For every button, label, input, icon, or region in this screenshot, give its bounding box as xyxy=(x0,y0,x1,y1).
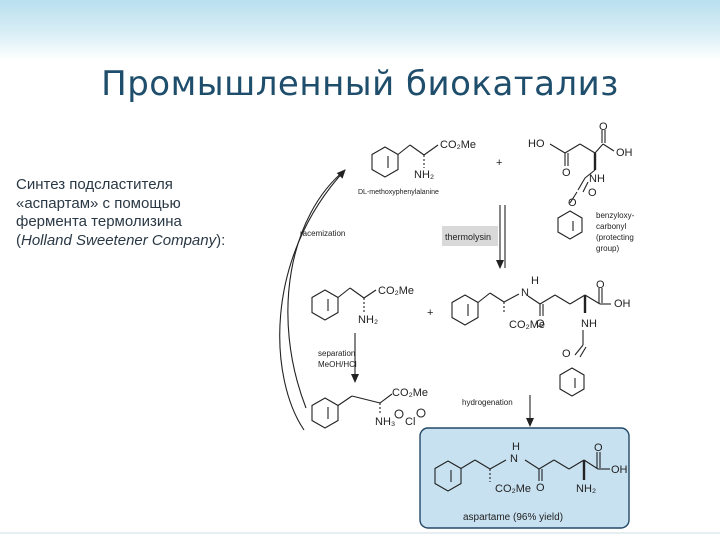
slide-title: Промышленный биокатализ xyxy=(101,64,619,104)
l-phe-ome-hcl xyxy=(311,393,426,429)
caption-line-3: фермента термолизина xyxy=(16,213,182,230)
o-label-top-1: O xyxy=(599,121,608,133)
racemization-label: racemization xyxy=(300,229,345,238)
caption-line-4: (Holland Sweetener Company): xyxy=(16,232,271,251)
aspartame-structure xyxy=(434,452,610,492)
thermolysin-box xyxy=(442,226,498,246)
footer-divider xyxy=(0,532,720,534)
oh-label-mid: OH xyxy=(614,298,631,310)
nh2-top: NH₂ xyxy=(414,169,434,181)
protecting-label-2: carbonyl xyxy=(596,222,626,231)
z-asp-acid xyxy=(549,130,615,240)
oh-label-product: OH xyxy=(611,464,628,476)
cl-label: Cl xyxy=(405,416,415,428)
h-label-mid: H xyxy=(531,275,539,287)
caption-company: Holland Sweetener Company xyxy=(21,231,217,249)
phe-ome-top xyxy=(371,144,439,178)
racemization-arrow xyxy=(287,169,346,409)
separation-label: separation xyxy=(318,349,355,358)
o-label-mid-1: O xyxy=(596,279,605,291)
nh2-mid-left: NH₂ xyxy=(358,314,378,326)
nh3-label: NH₃ xyxy=(375,416,395,428)
o-label-top-3: O xyxy=(588,187,597,199)
slide-caption: Синтез подсластителя «аспартам» с помощь… xyxy=(16,176,271,250)
h-label-product: H xyxy=(512,441,520,453)
caption-close: ): xyxy=(216,231,226,249)
n-label-mid: N xyxy=(521,287,529,299)
co2me-mid-left: CO₂Me xyxy=(378,285,414,297)
co2me-bottom-left: CO₂Me xyxy=(392,387,428,399)
plus-top: + xyxy=(496,157,502,169)
recycle-arrow xyxy=(279,169,346,431)
hydrogenation-label: hydrogenation xyxy=(462,398,513,407)
co2me-top: CO₂Me xyxy=(440,139,476,151)
nh2-product: NH₂ xyxy=(576,483,596,495)
caption-line-2: «аспартам» с помощью xyxy=(16,194,181,212)
product-label: aspartame (96% yield) xyxy=(463,512,563,523)
protecting-label-3: (protecting xyxy=(596,233,634,242)
o-label-mid-3: O xyxy=(562,348,571,360)
product-box xyxy=(419,427,630,529)
caption-line-1: Синтез подсластителя xyxy=(16,176,173,193)
oh-label-top: OH xyxy=(616,147,633,159)
plus-mid: + xyxy=(427,307,433,319)
separation-reagent: MeOH/HCl xyxy=(318,360,357,369)
n-label-product: N xyxy=(510,453,518,465)
caption-open-paren: ( xyxy=(16,231,21,249)
ho-label: HO xyxy=(528,138,545,150)
thermolysin-label: thermolysin xyxy=(445,232,491,242)
d-phe-ome xyxy=(311,287,377,321)
co2me-mid-right: CO₂Me xyxy=(509,319,545,331)
o-label-product-2: O xyxy=(536,482,545,494)
o-label-mid-2: O xyxy=(536,318,545,330)
header-band xyxy=(0,0,720,60)
protecting-label-4: group) xyxy=(596,244,619,253)
protecting-label-1: benzyloxy- xyxy=(596,211,635,220)
phe-label: DL-methoxyphenylalanine xyxy=(358,189,439,196)
nh-label-mid: NH xyxy=(581,318,597,330)
o-label-top-4: O xyxy=(568,197,577,209)
nh-label-top: NH xyxy=(589,173,605,185)
o-label-top-2: O xyxy=(562,167,571,179)
co2me-product: CO₂Me xyxy=(495,483,531,495)
z-aspartame xyxy=(451,288,611,397)
o-label-product-1: O xyxy=(594,442,603,454)
